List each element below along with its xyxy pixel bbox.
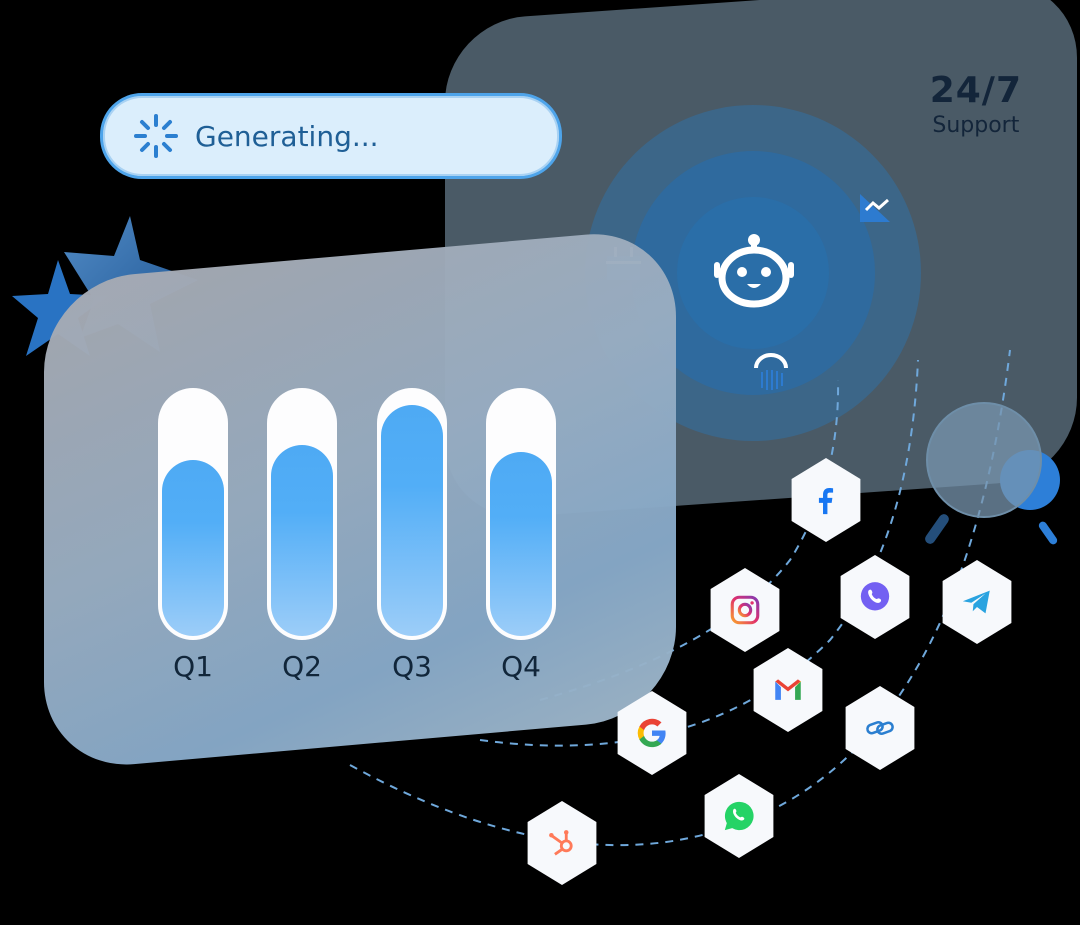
facebook-icon: [818, 487, 834, 515]
bar-track-q1: [158, 388, 228, 640]
bar-track-q3: [377, 388, 447, 640]
telegram-icon: [962, 590, 990, 614]
analytics-icon: [860, 194, 890, 222]
whatsapp-icon: [724, 801, 754, 831]
x-tick-label: Q4: [501, 650, 541, 683]
bar-fill-q1: [162, 460, 224, 636]
bar-fill-q4: [490, 452, 552, 636]
support-headline: 24/7: [929, 70, 1022, 111]
support-heading: 24/7 Support: [930, 70, 1022, 138]
x-tick-label: Q1: [173, 650, 213, 683]
bar-track-q2: [267, 388, 337, 640]
link-icon: [866, 721, 894, 735]
loading-spinner-icon: [134, 114, 178, 158]
fingerprint-icon: [754, 353, 788, 390]
chart-panel: [44, 226, 676, 773]
generating-status-pill: Generating...: [100, 93, 562, 179]
instagram-icon: [730, 595, 760, 625]
gmail-icon: [775, 679, 801, 700]
x-tick-label: Q2: [282, 650, 322, 683]
bar-fill-q2: [271, 444, 333, 636]
magnifier-icon: [926, 402, 1042, 518]
generating-label: Generating...: [195, 119, 379, 153]
google-icon: [637, 718, 666, 748]
hubspot-icon: [549, 830, 573, 856]
viber-icon: [860, 582, 890, 611]
support-subtitle: Support: [932, 113, 1020, 138]
x-tick-label: Q3: [392, 650, 432, 683]
robot-icon: [714, 234, 794, 308]
inner-ring: [677, 197, 829, 349]
bar-track-q4: [486, 388, 556, 640]
bar-fill-q3: [381, 404, 443, 636]
